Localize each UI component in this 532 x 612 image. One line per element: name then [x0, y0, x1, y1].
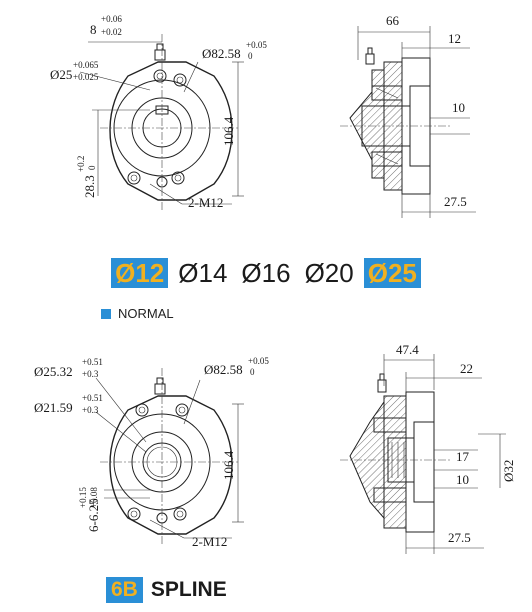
- bottom-side-view: [340, 354, 506, 554]
- top-front-view: [79, 34, 244, 212]
- side-b-dim: 10: [456, 472, 469, 487]
- pilot-tol-upper: +0.05: [246, 40, 267, 50]
- side-flange-dim: 12: [448, 31, 461, 46]
- bore-dia-dim: Ø25: [50, 67, 72, 82]
- pilot-tol-lower-bottom: 0: [250, 367, 255, 377]
- key-width-tol-upper: +0.06: [101, 14, 122, 24]
- top-front-dimensions: 8 +0.06 +0.02 Ø25 +0.065 +0.025 Ø82.58 +…: [50, 14, 267, 210]
- minor-dia-dim: Ø21.59: [34, 400, 73, 415]
- side-length-dim: 66: [386, 13, 400, 28]
- side-shaft-dim: 10: [452, 100, 465, 115]
- pilot-dia-dim-bottom: Ø82.58: [204, 362, 243, 377]
- normal-bore-drawing: 8 +0.06 +0.02 Ø25 +0.065 +0.025 Ø82.58 +…: [50, 13, 476, 218]
- height-dim: 106.4: [221, 116, 236, 146]
- spline-width-dim: 6-6.25: [86, 498, 101, 532]
- legend-label: NORMAL: [118, 306, 174, 321]
- bottom-front-dimensions: Ø25.32 +0.51 +0.3 Ø21.59 +0.51 +0.3 Ø82.…: [34, 356, 269, 549]
- pilot-tol-upper-bottom: +0.05: [248, 356, 269, 366]
- side-pilot-dim-bottom: 27.5: [448, 530, 471, 545]
- side-dia-dim: Ø32: [501, 460, 516, 482]
- pilot-dia-dim: Ø82.58: [202, 46, 241, 61]
- height-dim-bottom: 106.4: [221, 450, 236, 480]
- major-tol-lower: +0.3: [82, 369, 99, 379]
- spline-footer: 6B SPLINE: [106, 577, 227, 603]
- spline-tol-upper: +0.15: [78, 487, 88, 508]
- bottom-side-dimensions: 47.4 22 17 10 Ø32 27.5: [396, 342, 516, 545]
- keyway-tol-upper: +0.2: [76, 156, 86, 172]
- spline-tol-lower: +0.08: [89, 487, 99, 508]
- bore-option: Ø20: [304, 258, 354, 288]
- bore-option: Ø12: [111, 258, 169, 288]
- top-side-dimensions: 66 12 10 27.5: [386, 13, 467, 209]
- major-dia-dim: Ø25.32: [34, 364, 73, 379]
- keyway-depth-dim: 28.3: [82, 175, 97, 198]
- spline-bore-drawing: Ø25.32 +0.51 +0.3 Ø21.59 +0.51 +0.3 Ø82.…: [34, 342, 516, 554]
- bore-options: Ø12 Ø14 Ø16 Ø20 Ø25: [0, 258, 532, 288]
- major-tol-upper: +0.51: [82, 357, 103, 367]
- side-flange-dim-bottom: 22: [460, 361, 473, 376]
- bolts-dim-bottom: 2-M12: [192, 534, 227, 549]
- bore-option: Ø25: [363, 258, 421, 288]
- keyway-tol-lower: 0: [87, 165, 97, 170]
- bore-option: Ø16: [241, 258, 291, 288]
- bore-option: Ø14: [178, 258, 228, 288]
- spline-label: SPLINE: [150, 578, 227, 601]
- key-width-tol-lower: +0.02: [101, 27, 122, 37]
- minor-tol-lower: +0.3: [82, 405, 99, 415]
- bottom-front-view: [95, 368, 244, 546]
- minor-tol-upper: +0.51: [82, 393, 103, 403]
- spline-code-badge: 6B: [106, 577, 143, 603]
- bolts-dim: 2-M12: [188, 195, 223, 210]
- bore-dia-tol-lower: +0.025: [73, 72, 99, 82]
- side-length-dim-bottom: 47.4: [396, 342, 419, 357]
- top-side-view: [340, 26, 476, 218]
- legend-swatch: [101, 308, 111, 319]
- side-a-dim: 17: [456, 449, 470, 464]
- normal-legend: NORMAL: [101, 306, 174, 321]
- bore-dia-tol-upper: +0.065: [73, 60, 99, 70]
- side-pilot-dim: 27.5: [444, 194, 467, 209]
- pilot-tol-lower: 0: [248, 51, 253, 61]
- key-width-dim: 8: [90, 22, 97, 37]
